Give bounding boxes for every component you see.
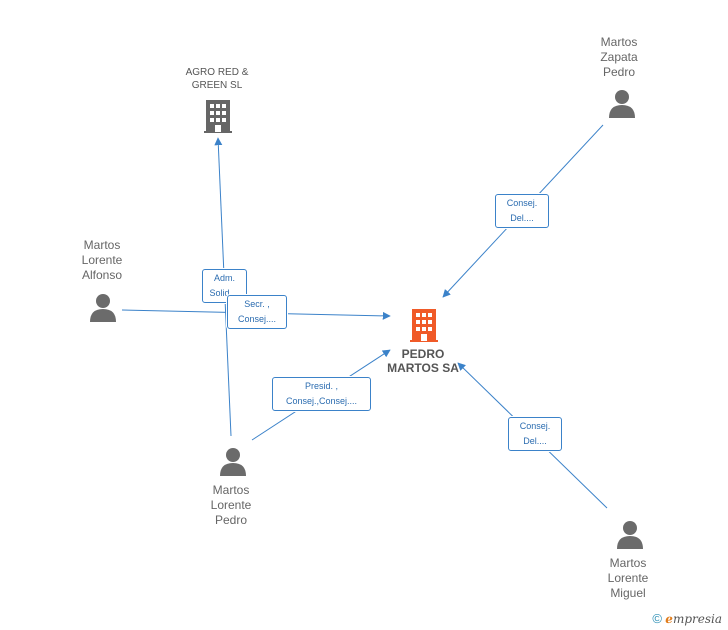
node-label-agro-red-green[interactable]: AGRO RED & GREEN SL (185, 67, 249, 91)
node-label-martos-lorente-alfonso[interactable]: Martos Lorente Alfonso (81, 238, 123, 282)
person-icon (220, 448, 246, 476)
footer-brand: © ℯmpresia (652, 611, 722, 626)
person-icon (609, 90, 635, 118)
node-label-martos-lorente-pedro[interactable]: Martos Lorente Pedro (210, 483, 252, 527)
brand-logo-icon: ℯ (665, 612, 673, 626)
edge-label-pedro-agro[interactable]: Adm. Solid.... (202, 269, 247, 303)
building-icon (204, 100, 232, 133)
person-icon (617, 521, 643, 549)
edge-label-pedro[interactable]: Presid. , Consej.,Consej.... (272, 377, 371, 411)
node-label-martos-lorente-miguel[interactable]: Martos Lorente Miguel (607, 556, 649, 600)
edge-label-alfonso[interactable]: Secr. , Consej.... (227, 295, 287, 329)
node-label-martos-zapata-pedro[interactable]: Martos Zapata Pedro (600, 35, 638, 79)
edge-label-zapata[interactable]: Consej. Del.... (495, 194, 549, 228)
brand-name: mpresia (672, 612, 722, 626)
copyright-symbol: © (652, 611, 662, 626)
person-icon (90, 294, 116, 322)
edge-label-miguel[interactable]: Consej. Del.... (508, 417, 562, 451)
building-icon (410, 309, 438, 342)
node-label-pedro-martos-sa[interactable]: PEDRO MARTOS SA (387, 347, 459, 375)
